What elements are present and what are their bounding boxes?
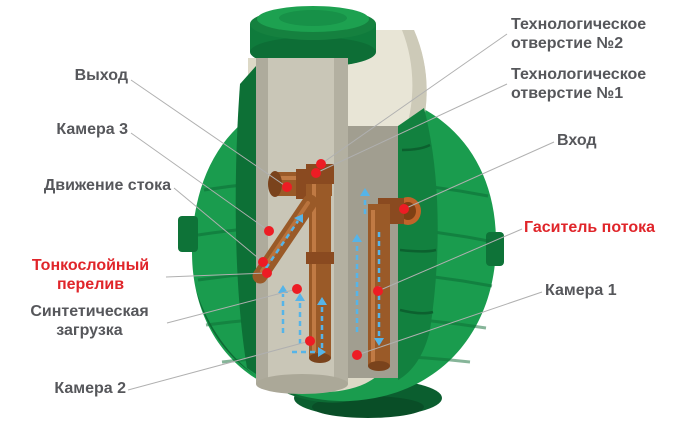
- label-gasitel-potoka: Гаситель потока: [524, 219, 656, 236]
- leader-lines: [127, 33, 555, 391]
- leader-line-gasitel: [377, 228, 523, 292]
- label-kamera3: Камера 3: [56, 121, 128, 138]
- marker-dot-tonkosloynyy: [262, 268, 272, 278]
- leader-line-tonkosloynyy: [165, 272, 268, 278]
- leader-line-sinteticheskaya: [166, 288, 298, 324]
- right-flange: [486, 232, 504, 266]
- leader-line-kamera3: [130, 132, 270, 232]
- marker-dot-otverstie2: [316, 159, 326, 169]
- marker-dots: [258, 159, 409, 360]
- marker-dot-kamera2: [305, 336, 315, 346]
- marker-dot-sinteticheskaya: [292, 284, 302, 294]
- leader-line-otverstie1: [315, 83, 508, 174]
- marker-dot-dvizhenie: [258, 257, 268, 267]
- marker-dot-kamera1: [352, 350, 362, 360]
- leader-line-kamera1: [356, 291, 543, 356]
- flow-arrowheads: [278, 188, 384, 357]
- marker-dot-kamera3: [264, 226, 274, 236]
- central-riser-pipe: [306, 164, 334, 363]
- cut-rim: [235, 66, 256, 374]
- marker-dot-otverstie1: [311, 168, 321, 178]
- label-tehnologicheskoe-otverstie-1: Технологическое отверстие №1: [511, 66, 647, 102]
- inlet-pipe: [368, 198, 404, 371]
- label-tehnologicheskoe-otverstie-2: Технологическое отверстие №2: [511, 16, 647, 52]
- label-vhod: Вход: [557, 132, 597, 149]
- leader-line-kamera2: [127, 340, 311, 391]
- marker-dot-gasitel: [373, 286, 383, 296]
- label-kamera2: Камера 2: [54, 380, 126, 397]
- marker-dot-vhod: [399, 204, 409, 214]
- label-dvizhenie-stoka: Движение стока: [43, 177, 171, 194]
- marker-dot-vyhod: [282, 182, 292, 192]
- leader-line-dvizhenie: [173, 187, 264, 263]
- leader-line-otverstie2: [320, 33, 508, 165]
- leader-line-vhod: [403, 141, 555, 210]
- label-kamera1: Камера 1: [545, 282, 617, 299]
- label-tonkosloynyy-pereliv: Тонкослойный перелив: [31, 257, 150, 293]
- label-sinteticheskaya-zagruzka: Синтетическая загрузка: [30, 303, 149, 339]
- label-vyhod: Выход: [74, 67, 128, 84]
- flow-arrows: [264, 196, 381, 354]
- leader-line-vyhod: [130, 79, 288, 188]
- left-flange: [178, 216, 198, 252]
- tank-lid: [250, 6, 376, 67]
